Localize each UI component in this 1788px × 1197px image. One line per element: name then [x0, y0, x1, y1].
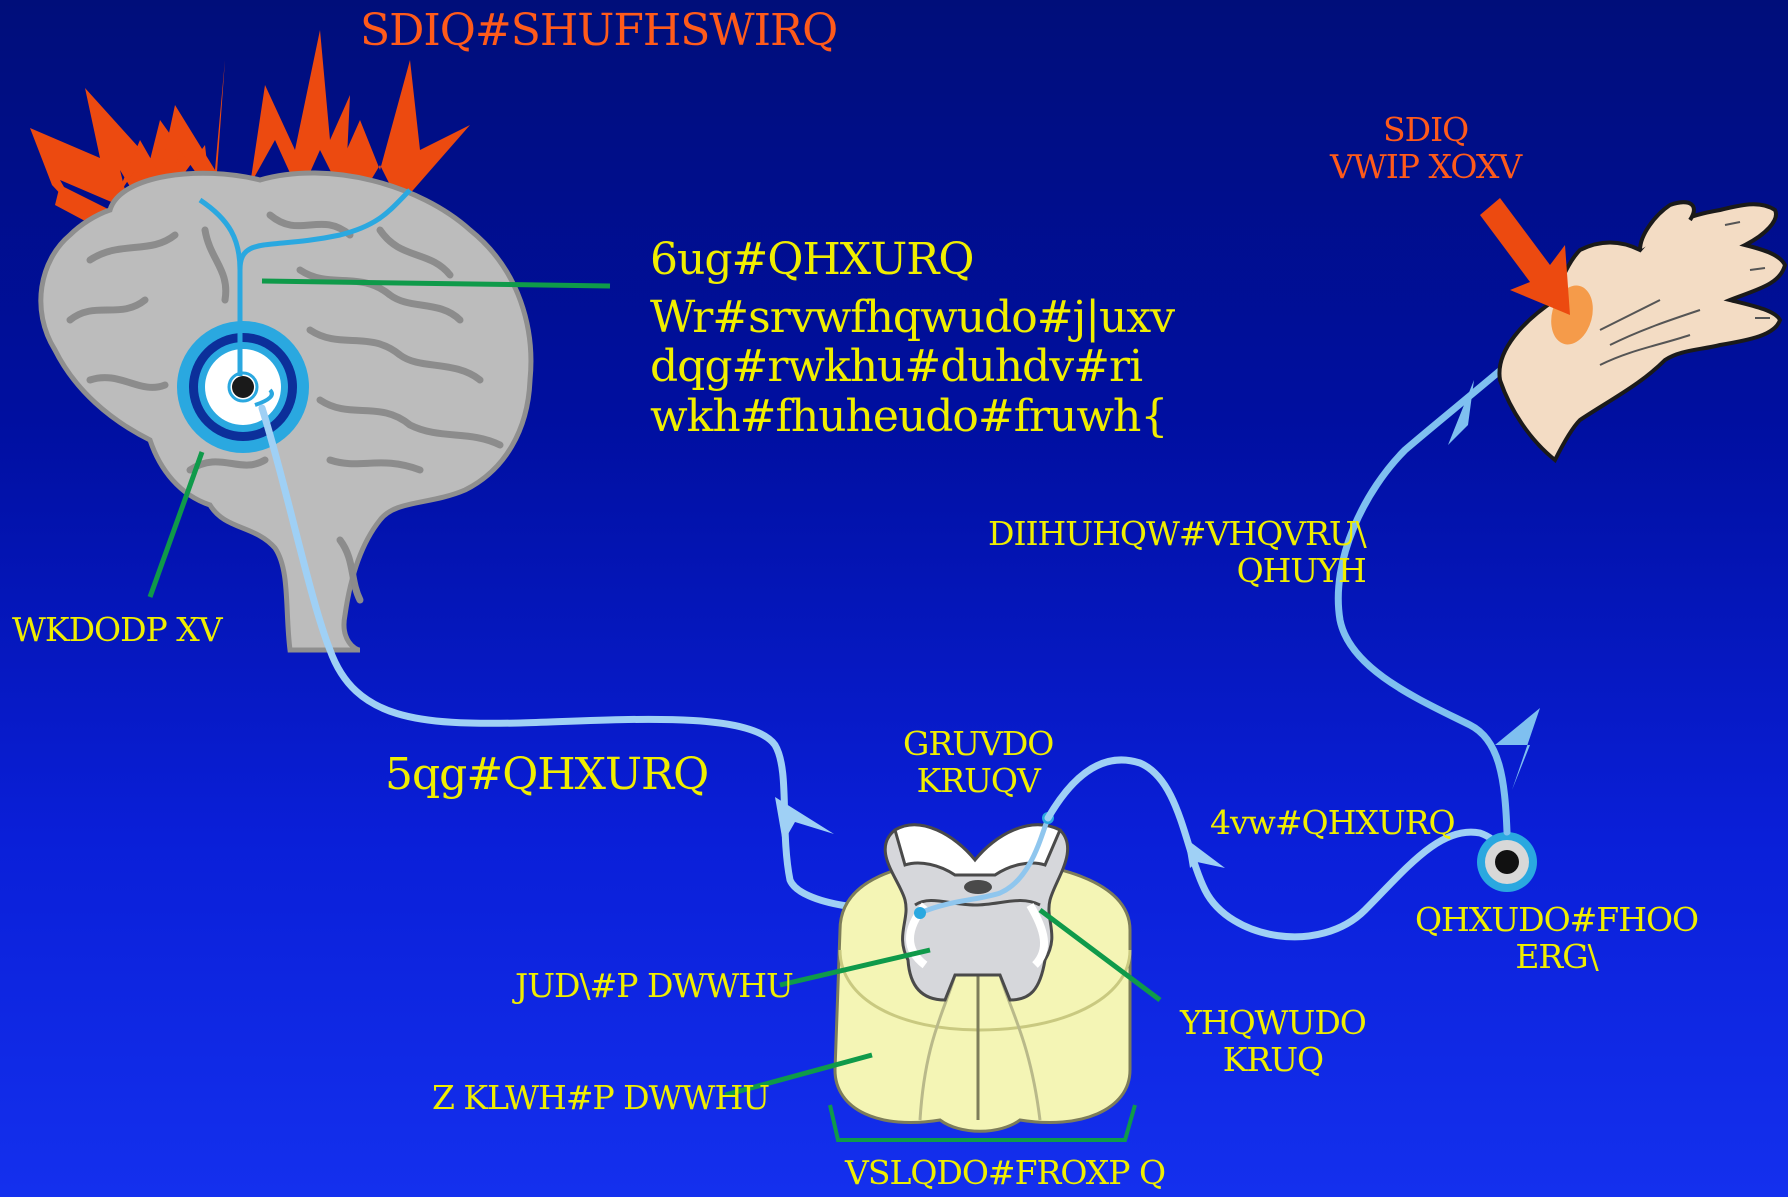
- ventral-horn-label: YHQWUDO KRUQ: [1180, 1005, 1366, 1079]
- pain-perception-label: SDIQ#SHUFHSWIRQ: [360, 6, 837, 55]
- arrowhead-first-neuron-icon: [1185, 838, 1225, 868]
- spinal-column-label: VSLQDO#FROXP Q: [845, 1155, 1165, 1192]
- first-neuron-label: 4vw#QHXURQ: [1210, 805, 1455, 842]
- hand-illustration: [1499, 202, 1785, 460]
- gray-matter-label: JUD\#P DWWHU: [515, 968, 793, 1005]
- spinal-cord-illustration: [830, 812, 1135, 1140]
- second-neuron-label: 5qg#QHXURQ: [385, 750, 708, 799]
- pain-stimulus-arrow-icon: [1480, 198, 1570, 315]
- white-matter-label: Z KLWH#P DWWHU: [432, 1080, 769, 1117]
- neural-cell-body-label: QHXUDO#FHOO ERG\: [1415, 902, 1698, 976]
- thalamus-label: WKDODP XV: [12, 612, 222, 649]
- pain-stimulus-label: SDIQ VWIP XOXV: [1330, 112, 1521, 186]
- third-neuron-description: Wr#srvwfhqwudo#j|uxv dqg#rwkhu#duhdv#ri …: [650, 293, 1174, 441]
- afferent-nerve-fiber: [1338, 345, 1530, 832]
- brain-illustration: [41, 173, 531, 650]
- afferent-sensory-nerve-label: DIIHUHQW#VHQVRU\ QHUYH: [988, 516, 1366, 590]
- third-neuron-label: 6ug#QHXURQ: [650, 235, 973, 284]
- neural-cell-body-illustration: [1477, 832, 1537, 892]
- dorsal-horns-label: GRUVDO KRUQV: [903, 726, 1053, 800]
- arrowhead-second-neuron-icon: [775, 797, 834, 843]
